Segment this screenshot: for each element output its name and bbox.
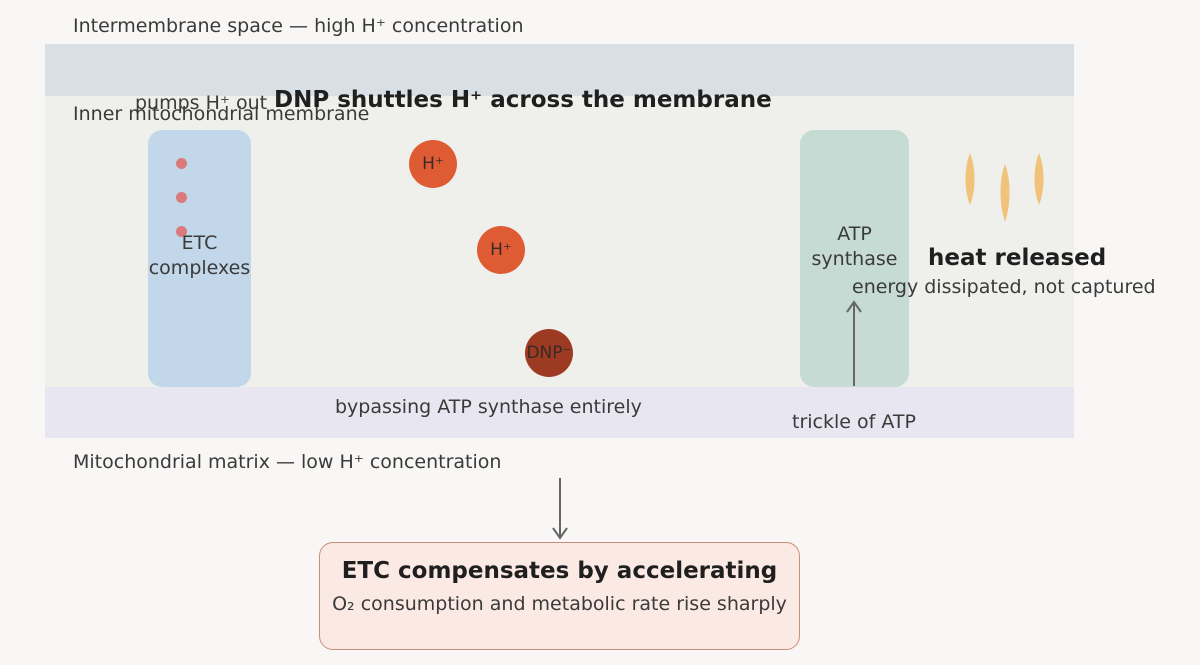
heat-flame-icon	[965, 153, 1044, 222]
heat-title: heat released	[928, 245, 1107, 271]
matrix-label: Mitochondrial matrix — low H⁺ concentrat…	[73, 451, 502, 473]
inner-membrane-label: Inner mitochondrial membrane	[73, 103, 370, 125]
dnp-anion-label: DNP⁻	[526, 343, 572, 363]
etc-label: ETC complexes	[148, 231, 251, 281]
down-arrow-icon	[552, 478, 568, 540]
result-subtitle: O₂ consumption and metabolic rate rise s…	[332, 593, 787, 615]
up-arrow-icon	[846, 300, 862, 386]
result-title: ETC compensates by accelerating	[341, 558, 778, 584]
intermembrane-space-band	[45, 44, 1074, 96]
trickle-label: trickle of ATP	[792, 411, 916, 433]
intermembrane-label: Intermembrane space — high H⁺ concentrat…	[73, 15, 524, 37]
etc-label-line2: complexes	[148, 257, 251, 279]
etc-dot	[176, 192, 187, 203]
result-box: ETC compensates by accelerating O₂ consu…	[319, 542, 800, 650]
etc-label-line1: ETC	[181, 232, 218, 254]
h-ion: H⁺	[477, 226, 525, 274]
h-ion-label: H⁺	[422, 154, 444, 174]
atp-synthase-line2: synthase	[811, 248, 898, 270]
pumps-out-label: pumps H⁺ out	[135, 92, 268, 114]
dnp-anion: DNP⁻	[525, 329, 573, 377]
h-ion: H⁺	[409, 140, 457, 188]
dnp-title: DNP shuttles H⁺ across the membrane	[274, 87, 772, 113]
matrix-band	[45, 387, 1074, 438]
h-ion-label: H⁺	[490, 240, 512, 260]
etc-complexes-box	[148, 130, 251, 387]
heat-subtitle: energy dissipated, not captured	[852, 276, 1156, 298]
bypass-label: bypassing ATP synthase entirely	[335, 396, 642, 418]
atp-synthase-label: ATP synthase	[800, 222, 909, 272]
etc-dot	[176, 226, 187, 237]
etc-dot	[176, 158, 187, 169]
atp-synthase-line1: ATP	[837, 223, 872, 245]
